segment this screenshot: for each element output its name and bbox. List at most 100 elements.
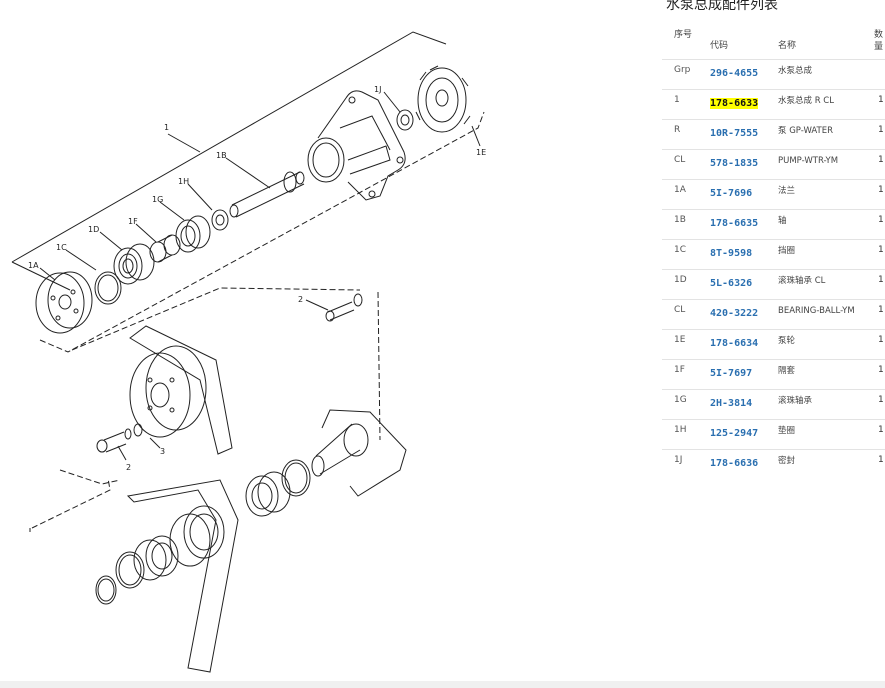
lower-bearing-part (245, 471, 291, 517)
part-code[interactable]: 178-6633 (710, 98, 759, 109)
cell-qty: 1 (874, 239, 885, 270)
cell-code-link[interactable]: 10R-7555 (710, 119, 778, 150)
header-name: 名称 (778, 41, 797, 51)
cell-name: 挡圈 (778, 239, 874, 270)
cell-code-link[interactable]: 8T-9598 (710, 239, 778, 270)
belt-part (126, 479, 239, 673)
cell-code-link[interactable]: 5I-7696 (710, 179, 778, 210)
cell-seq: 1H (662, 419, 710, 450)
cell-code-link[interactable]: 296-4655 (710, 59, 778, 90)
cell-code-link[interactable]: 178-6634 (710, 329, 778, 360)
shaft-1b-part (229, 171, 305, 218)
cell-code-link[interactable]: 125-2947 (710, 419, 778, 450)
spacer-1f-part (149, 234, 181, 263)
part-code[interactable]: 8T-9598 (710, 248, 753, 259)
panel-title: 水泵总成配件列表 (666, 0, 778, 13)
bottom-scrollbar[interactable] (0, 681, 885, 688)
part-code[interactable]: 420-3222 (710, 308, 759, 319)
callout-1b: 1B (216, 151, 227, 160)
pulley-part (129, 325, 233, 455)
callout-1g: 1G (152, 195, 163, 204)
cell-name: 水泵总成 (778, 59, 874, 90)
cell-name: PUMP-WTR-YM (778, 149, 874, 180)
lower-housing-part (311, 409, 407, 497)
cell-name: 法兰 (778, 179, 874, 210)
cell-seq: 1C (662, 239, 710, 270)
callout-1e: 1E (476, 148, 486, 157)
part-code[interactable]: 5I-7697 (710, 368, 753, 379)
part-code[interactable]: 5I-7696 (710, 188, 753, 199)
callout-1: 1 (164, 123, 169, 132)
ring-1c-part (94, 271, 122, 305)
cell-seq: 1A (662, 179, 710, 210)
lower-hub-part (169, 505, 225, 567)
cell-name: 轴 (778, 209, 874, 240)
cell-name: 滚珠轴承 CL (778, 269, 874, 300)
callout-1d: 1D (88, 225, 99, 234)
cell-qty: 1 (874, 299, 885, 330)
cell-seq: 1 (662, 89, 710, 120)
cell-code-link[interactable]: 2H-3814 (710, 389, 778, 420)
impeller-1e-part (415, 65, 471, 133)
header-seq: 序号 (674, 30, 693, 40)
part-code[interactable]: 10R-7555 (710, 128, 759, 139)
cell-seq: 1G (662, 389, 710, 420)
callout-2-upper: 2 (298, 295, 303, 304)
cell-code-link[interactable]: 178-6633 (710, 89, 778, 120)
cell-seq: R (662, 119, 710, 150)
cell-seq: 1B (662, 209, 710, 240)
cell-name: 垫圈 (778, 419, 874, 450)
header-code: 代码 (710, 41, 729, 51)
part-code[interactable]: 125-2947 (710, 428, 759, 439)
cell-code-link[interactable]: 5L-6326 (710, 269, 778, 300)
cell-seq: 1J (662, 449, 710, 479)
cell-code-link[interactable]: 5I-7697 (710, 359, 778, 390)
flange-1a-part (35, 271, 93, 334)
cell-qty: 1 (874, 89, 885, 120)
cell-seq: CL (662, 149, 710, 180)
cell-qty: 1 (874, 359, 885, 390)
lower-bearing2-part (133, 535, 179, 581)
water-pump-exploded-view: 1 1A 1B 1C 1D 1E 1F 1G 1H 1J 2 2 3 (11, 31, 486, 673)
cell-qty: 1 (874, 449, 885, 479)
part-code[interactable]: 178-6636 (710, 458, 759, 469)
cell-code-link[interactable]: 178-6635 (710, 209, 778, 240)
washer-1h-part (211, 209, 229, 231)
part-code[interactable]: 5L-6326 (710, 278, 753, 289)
cell-code-link[interactable]: 178-6636 (710, 449, 778, 479)
cell-name: BEARING-BALL-YM (778, 299, 874, 330)
callout-1a: 1A (28, 261, 39, 270)
cell-code-link[interactable]: 420-3222 (710, 299, 778, 330)
cell-name: 密封 (778, 449, 874, 479)
assembly-bracket (11, 31, 447, 263)
part-code[interactable]: 296-4655 (710, 68, 759, 79)
cell-name: 泵 GP-WATER (778, 119, 874, 150)
part-code[interactable]: 178-6635 (710, 218, 759, 229)
part-code[interactable]: 2H-3814 (710, 398, 753, 409)
cell-name: 水泵总成 R CL (778, 89, 874, 120)
cell-code-link[interactable]: 578-1835 (710, 149, 778, 180)
table-header-row: 序号 代码 名称 数量 (662, 24, 885, 60)
cell-qty: 1 (874, 269, 885, 300)
part-code[interactable]: 578-1835 (710, 158, 759, 169)
cell-name: 隔套 (778, 359, 874, 390)
cell-qty: 1 (874, 329, 885, 360)
part-code[interactable]: 178-6634 (710, 338, 759, 349)
lower-ring-part (281, 459, 311, 497)
pump-housing-part (307, 90, 406, 201)
header-qty: 数量 (874, 30, 884, 52)
cell-seq: CL (662, 299, 710, 330)
seal-1j-part (396, 109, 414, 131)
